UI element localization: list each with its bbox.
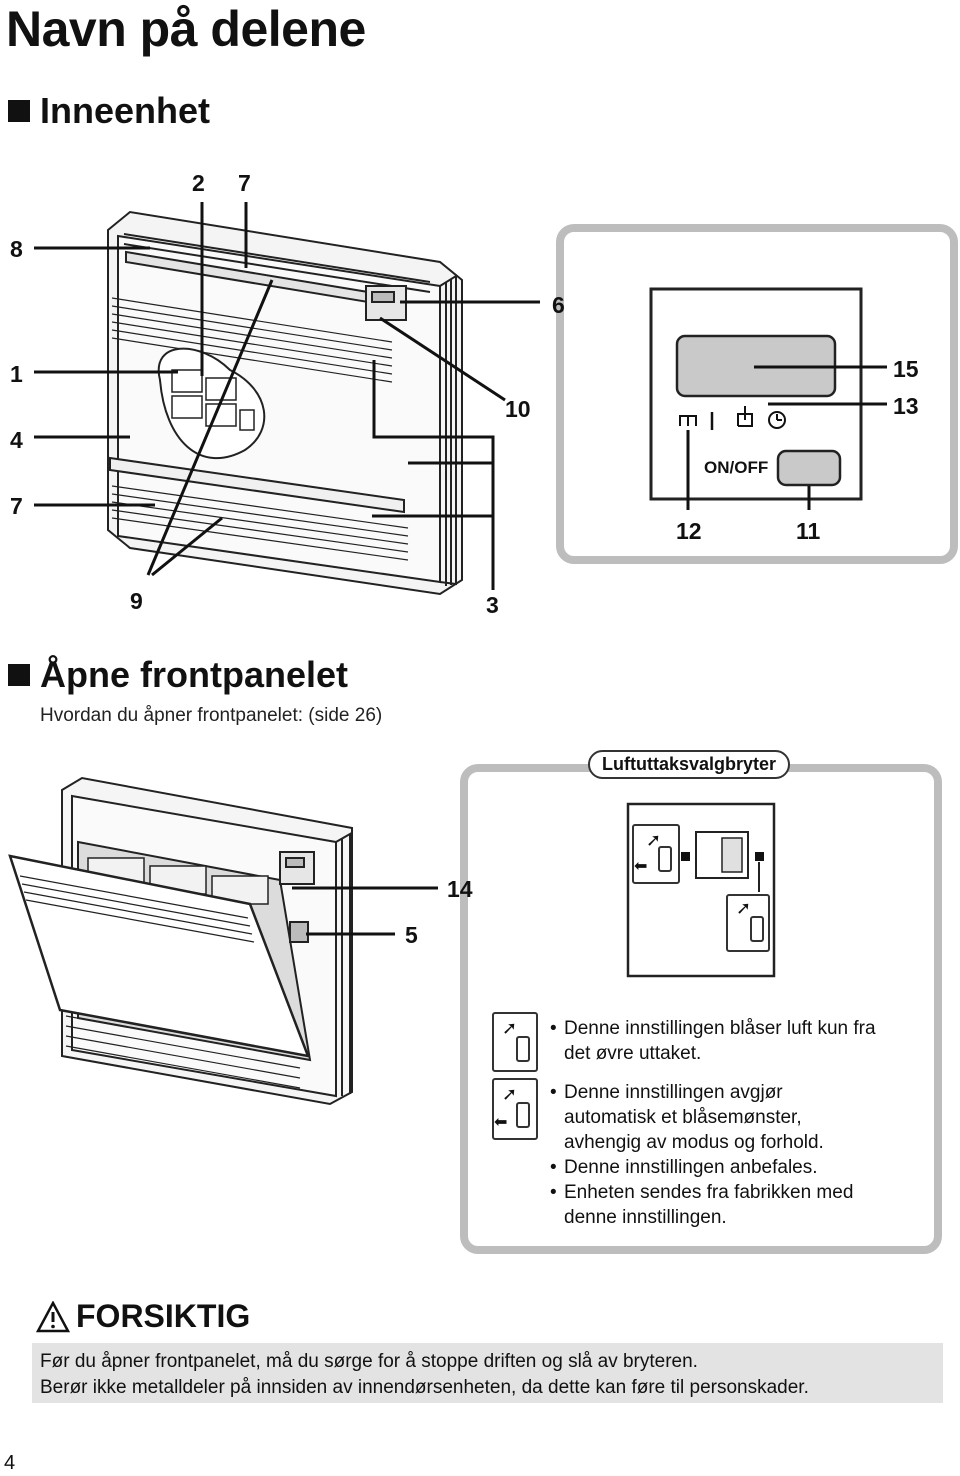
caution-box: Før du åpner frontpanelet, må du sørge f… [32, 1343, 943, 1403]
callout-9: 9 [130, 588, 143, 614]
bullet-line: Denne innstillingen blåser luft kun fra [550, 1016, 910, 1041]
airflow-auto-legend-icon: ➚ ⬅ [492, 1078, 538, 1140]
callout-1: 1 [10, 361, 23, 387]
section-heading-indoor: Inneenhet [8, 90, 210, 132]
callout-6: 6 [552, 292, 565, 318]
bullet-line: Enheten sendes fra fabrikken med [550, 1180, 910, 1205]
indoor-callout-lines [34, 202, 540, 590]
callout-7-bottom: 7 [10, 493, 23, 519]
section-heading-open-panel: Åpne frontpanelet [8, 654, 348, 696]
selector-bullets-auto: Denne innstillingen avgjør automatisk et… [550, 1080, 910, 1230]
callout-14: 14 [447, 876, 473, 902]
page-title: Navn på delene [6, 1, 366, 57]
callout-3: 3 [486, 592, 499, 618]
callout-11: 11 [796, 518, 821, 544]
section-title-open-panel: Åpne frontpanelet [40, 654, 349, 695]
panel-callout-lines [686, 365, 887, 510]
bullet-line: avhengig av modus og forhold. [564, 1132, 824, 1153]
caution-line-2: Berør ikke metalldeler på innsiden av in… [40, 1377, 809, 1398]
callout-8: 8 [10, 236, 23, 262]
page-number: 4 [4, 1452, 16, 1474]
section-bullet-square [8, 100, 30, 122]
bullet-line: denne innstillingen. [564, 1207, 727, 1228]
warning-triangle-icon [36, 1300, 70, 1332]
open-callout-lines [292, 886, 438, 936]
airflow-upper-icon: ➚ [726, 894, 770, 952]
callout-4: 4 [10, 427, 23, 453]
callout-15: 15 [893, 356, 919, 382]
caution-title: FORSIKTIG [76, 1298, 251, 1334]
bullet-line: Denne innstillingen anbefales. [550, 1155, 910, 1180]
selector-label: Luftuttaksvalgbryter [588, 750, 791, 779]
indicator-icons [679, 406, 786, 430]
callout-13: 13 [893, 393, 919, 419]
callout-2: 2 [192, 170, 205, 196]
selector-bullets-upper: Denne innstillingen blåser luft kun fra … [550, 1016, 910, 1066]
airflow-auto-icon: ➚ ⬅ [632, 824, 680, 884]
caution-heading: FORSIKTIG [36, 1298, 250, 1335]
callout-5: 5 [405, 922, 418, 948]
callout-12: 12 [676, 518, 702, 544]
on-off-label: ON/OFF [704, 458, 769, 477]
caution-line-1: Før du åpner frontpanelet, må du sørge f… [40, 1351, 698, 1372]
indoor-unit-drawing [107, 210, 463, 596]
open-panel-subtitle: Hvordan du åpner frontpanelet: (side 26) [40, 705, 383, 726]
bullet-line: det øvre uttaket. [564, 1043, 702, 1064]
section-title-indoor: Inneenhet [40, 90, 211, 131]
section-bullet-square [8, 664, 30, 686]
bullet-line: automatisk et blåsemønster, [564, 1107, 802, 1128]
airflow-upper-legend-icon: ➚ [492, 1012, 538, 1072]
opened-unit-drawing [8, 776, 353, 1106]
callout-7-top: 7 [238, 170, 251, 196]
callout-10: 10 [505, 396, 531, 422]
bullet-line: Denne innstillingen avgjør [550, 1080, 910, 1105]
